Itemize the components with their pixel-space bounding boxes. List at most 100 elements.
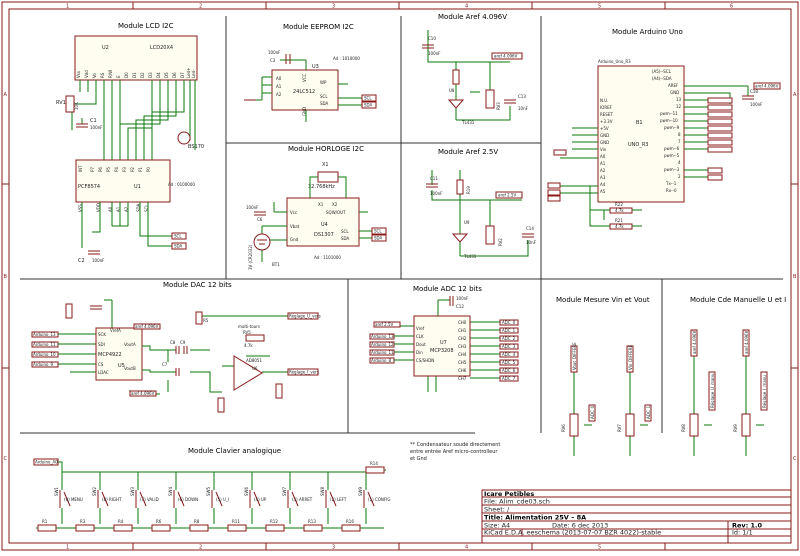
eeprom-pin: SCL [320, 94, 328, 99]
pin-label: D4 [156, 72, 161, 78]
arduino-pin: pwm--11 [660, 111, 678, 116]
pin-label: P0 [146, 167, 151, 172]
arduino-left-pins: N.U. IOREF RESET +3.3V +5V GND GND Vin A… [600, 98, 613, 194]
c7-ref: C7 [162, 362, 168, 367]
row-letter: A [4, 92, 8, 98]
eeprom-gnd: GND [302, 107, 307, 116]
x1-value: 32.768kHz [308, 184, 335, 190]
u8-ref: U8 [449, 88, 455, 93]
arduino-pin: 7 [678, 139, 681, 144]
c10-value: 100nF [428, 51, 441, 56]
u4-pin: Gnd [290, 237, 299, 242]
col-number: 5 [598, 4, 601, 10]
adc-net-in: Arduino_11 [371, 350, 394, 355]
pin-label: P5 [106, 167, 111, 172]
pin-label: Led+ [186, 67, 191, 78]
module-lcd: U2 LCD20X4 Vss Vdd Vo RS R/W E D0 D1 D2 … [56, 35, 204, 264]
pin-label: D0 [124, 72, 129, 78]
c10-ref: C10 [428, 36, 436, 41]
net-label-dac-out1 [287, 312, 319, 320]
pin-label: VSS [78, 204, 83, 212]
col-number: 1 [66, 4, 69, 10]
adc-pin: Din [416, 350, 423, 355]
c13-ref: C13 [518, 94, 526, 99]
c9-ref: C9 [180, 340, 186, 345]
dac-net-inputs [31, 331, 59, 368]
lcd-u2-ref: U2 [102, 45, 109, 51]
u6-value: AD8051 [246, 358, 262, 363]
pin-label: INT [78, 165, 83, 172]
mesure-net-in [570, 345, 634, 373]
eeprom-wires [250, 59, 362, 122]
resistor-ref: R1 [42, 519, 48, 524]
resistor-ref: R11 [232, 519, 240, 524]
c12-ref: C12 [456, 304, 464, 309]
u4-pin: X2 [332, 202, 338, 207]
switch-ref: SW1 [54, 487, 59, 496]
r22-value: 4.7k [615, 208, 624, 213]
rv5-note: multi-tours [238, 324, 260, 329]
pin-label: VDD [96, 203, 101, 212]
horloge-c6: 100nF C6 [246, 205, 266, 222]
net-label-scl [171, 232, 187, 240]
arduino-r21: R21 4.7k [609, 218, 633, 230]
col-number: 1 [66, 545, 69, 551]
adc-value: MCP3208 [430, 348, 454, 354]
arduino-pin: AREF [668, 83, 679, 88]
arduino-pin: GND [600, 140, 609, 145]
dac-net-aref: aref 4.096V [135, 324, 159, 329]
adc-net-out: ADC_2 [502, 336, 516, 341]
arduino-pin: Rx--0 [666, 188, 677, 193]
u6-ref: U6 [252, 366, 258, 371]
switch-ref: SW5 [206, 487, 211, 496]
aref4096-u8: U8 TL431 [447, 88, 475, 125]
eeprom-addr: Ad : 1010000 [333, 56, 360, 61]
arduino-board-label: Arduino_Uno_R3 [598, 59, 631, 64]
resistor-ref: R6 [156, 519, 162, 524]
module-horloge: X1 32.768kHz U4 DS1307 Ad : 1101000 Vcc … [246, 162, 387, 270]
aref25-net: aref 2.5V [498, 193, 517, 198]
c18-ref: C18 [750, 89, 758, 94]
c12-value: 100nF [456, 296, 469, 301]
arduino-pin: GND [670, 90, 679, 95]
adc-ref: U7 [440, 340, 447, 346]
module-arduino: Arduino_Uno_R3 B1 UNO_R3 N.U. IOREF RESE… [547, 59, 781, 230]
arduino-pin: +3.3V [600, 119, 613, 124]
arduino-pin: pwm--5 [664, 153, 680, 158]
dac-ref: U5 [118, 363, 125, 369]
arduino-left-wires [560, 127, 605, 220]
dac-net-out1: Réglage_U_vers [289, 314, 321, 319]
r22-ref: R22 [615, 202, 623, 207]
arduino-right-wires [684, 85, 749, 178]
r14-ref: R14 [370, 461, 378, 466]
u9-ic: TL431 [463, 254, 477, 259]
eeprom-pin: WP [320, 80, 327, 85]
pin-label: SDA [136, 203, 141, 212]
switch-label: (8) RIGHT [102, 497, 122, 502]
pin-label: P2 [130, 167, 135, 172]
col-number: 6 [730, 4, 733, 10]
module-dac: Arduino_13 Arduino_11 Arduino_10 Arduino… [31, 299, 321, 413]
col-number: 4 [465, 545, 468, 551]
horloge-net-scl: SCL [374, 229, 382, 234]
horloge-x1: X1 32.768kHz [308, 162, 339, 190]
col-number: 3 [332, 545, 335, 551]
clavier-switches [59, 490, 375, 508]
eeprom-pin: SDA [320, 101, 329, 106]
switch-ref: SW9 [358, 487, 363, 496]
dac-pin: VoutB [124, 366, 136, 371]
dac-pin: SDI [98, 342, 105, 347]
eeprom-u3-body [271, 69, 339, 111]
cde-rv9: RV9 [733, 424, 738, 432]
net-label-dac-aref-b [129, 390, 157, 397]
module-title-mesure: Module Mesure Vin et Vout [556, 296, 650, 304]
arduino-pin: N.U. [600, 98, 608, 103]
arduino-net-aref: aref 4.096V [755, 84, 779, 89]
adc-net-in: Arduino_8 [371, 358, 391, 363]
col-number: 3 [332, 4, 335, 10]
row-letter: A [793, 92, 797, 98]
arduino-pin: (A4)--SDA [652, 76, 672, 81]
net-label-scl [361, 94, 377, 102]
